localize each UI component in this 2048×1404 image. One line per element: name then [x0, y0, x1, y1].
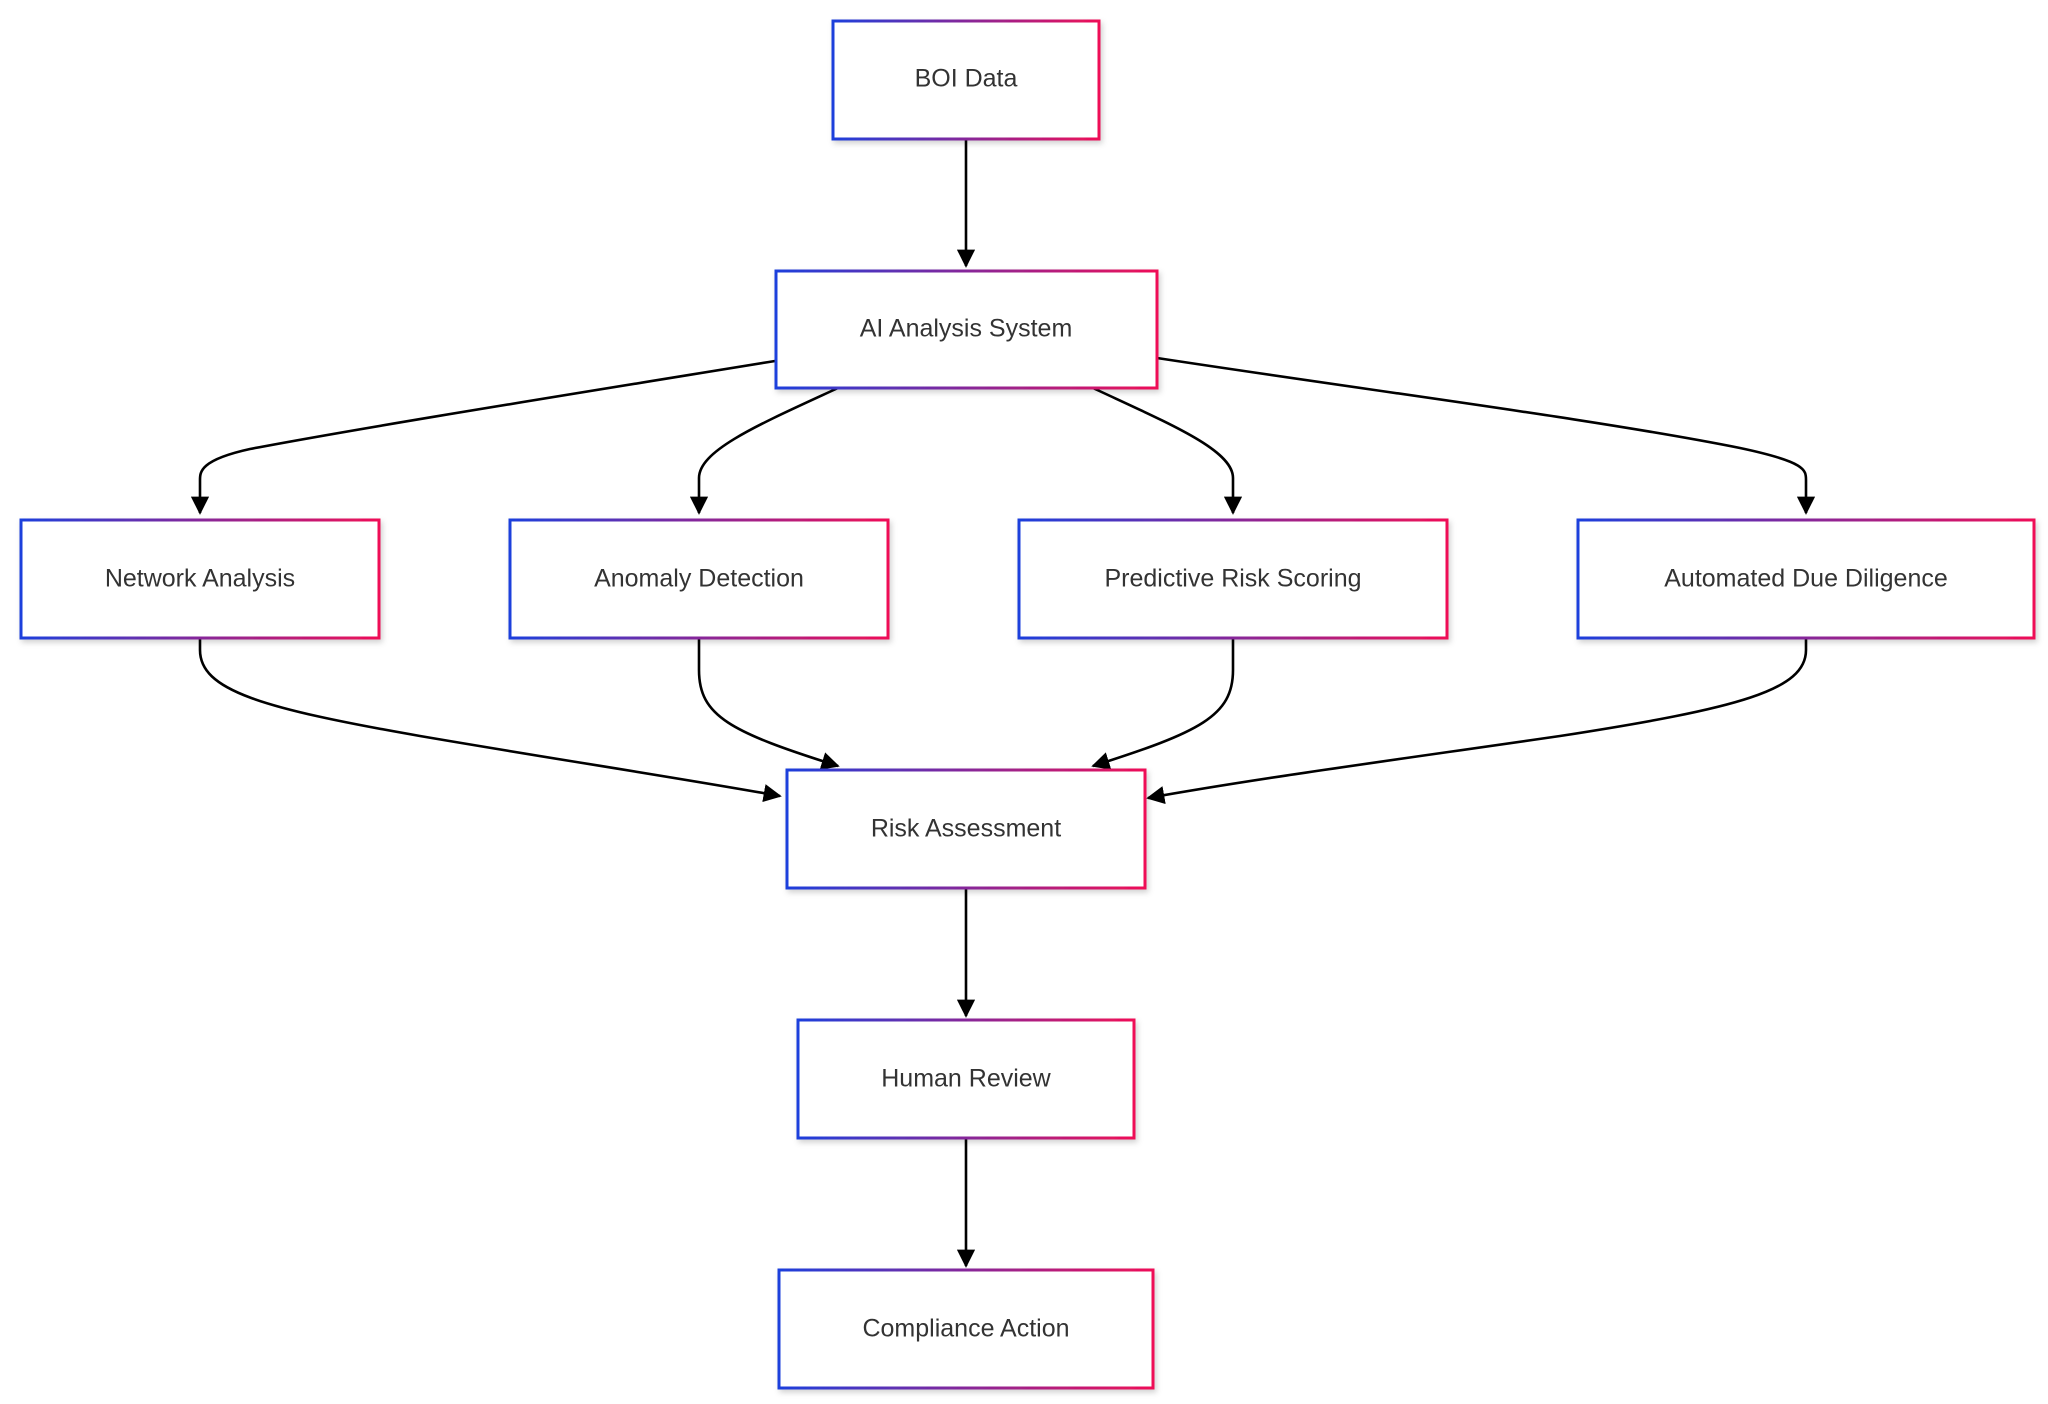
node-boi-data[interactable]: BOI Data [831, 19, 1101, 141]
node-label-predictive-risk-scoring: Predictive Risk Scoring [1104, 565, 1361, 593]
edge-predictive-risk-scoring-to-risk-assessment [1091, 638, 1235, 770]
node-label-anomaly-detection: Anomaly Detection [594, 565, 804, 593]
node-label-network-analysis: Network Analysis [105, 565, 295, 593]
edge-automated-due-diligence-to-risk-assessment [1146, 638, 1808, 805]
node-automated-due-diligence[interactable]: Automated Due Diligence [1576, 518, 2036, 640]
edge-network-analysis-to-risk-assessment [198, 638, 782, 803]
node-ai-analysis-system[interactable]: AI Analysis System [774, 269, 1159, 390]
edge-ai-analysis-system-to-network-analysis [190, 359, 776, 515]
node-human-review[interactable]: Human Review [796, 1018, 1136, 1140]
nodes: BOI Data AI Analysis System Network Anal… [19, 19, 2036, 1390]
node-risk-assessment[interactable]: Risk Assessment [785, 768, 1147, 890]
edge-ai-analysis-system-to-automated-due-diligence [1156, 356, 1816, 515]
node-network-analysis[interactable]: Network Analysis [19, 518, 381, 640]
node-compliance-action[interactable]: Compliance Action [777, 1268, 1155, 1390]
edges [190, 140, 1816, 1268]
node-label-compliance-action: Compliance Action [862, 1315, 1069, 1343]
node-label-human-review: Human Review [881, 1065, 1051, 1093]
node-predictive-risk-scoring[interactable]: Predictive Risk Scoring [1017, 518, 1449, 640]
edge-ai-analysis-system-to-predictive-risk-scoring [1092, 386, 1243, 515]
node-label-boi-data: BOI Data [915, 65, 1018, 93]
edge-ai-analysis-system-to-anomaly-detection [689, 386, 839, 515]
edge-anomaly-detection-to-risk-assessment [697, 638, 840, 770]
node-anomaly-detection[interactable]: Anomaly Detection [508, 518, 890, 640]
node-label-automated-due-diligence: Automated Due Diligence [1664, 565, 1948, 593]
node-label-ai-analysis-system: AI Analysis System [860, 315, 1073, 343]
node-label-risk-assessment: Risk Assessment [871, 815, 1061, 843]
